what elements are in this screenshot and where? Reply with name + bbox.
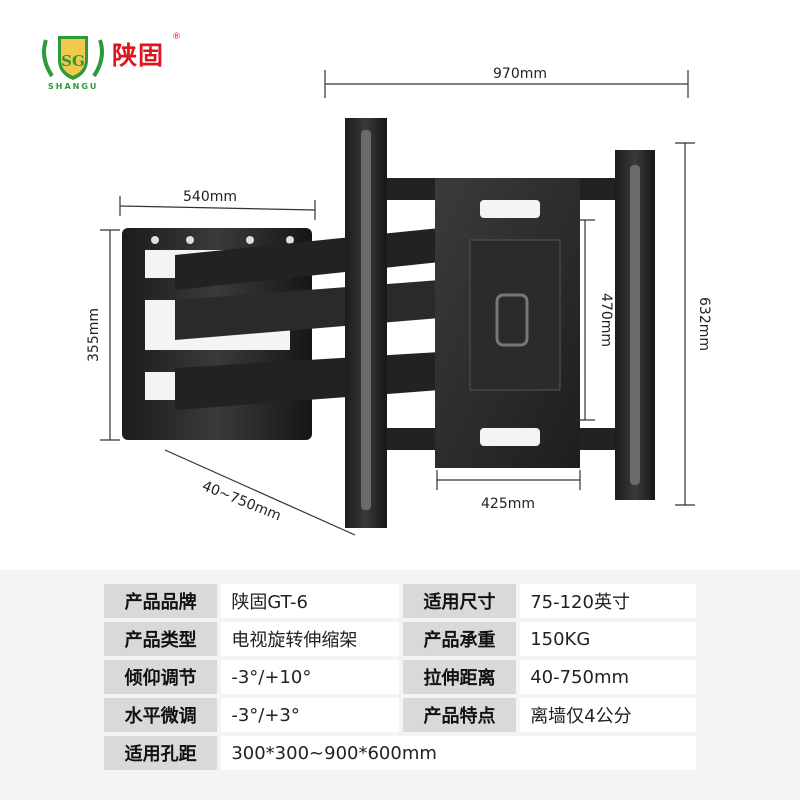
- spec-section: 产品品牌 陕固GT-6 适用尺寸 75-120英寸 产品类型 电视旋转伸缩架 产…: [0, 570, 800, 800]
- brand-logo: SG 陕固 ® SHANGU: [38, 30, 198, 91]
- spec-value: 75-120英寸: [520, 584, 696, 618]
- spec-value: 150KG: [520, 622, 696, 656]
- spec-label: 水平微调: [104, 698, 218, 732]
- spec-label: 产品特点: [402, 698, 517, 732]
- spec-label: 适用尺寸: [402, 584, 517, 618]
- emblem-letters: SG: [61, 52, 85, 70]
- spec-value: 300*300~900*600mm: [221, 736, 696, 770]
- dim-plate-height: 470mm: [598, 293, 614, 347]
- spec-label: 拉伸距离: [402, 660, 517, 694]
- right-upright: [615, 150, 655, 500]
- spec-label: 产品品牌: [104, 584, 218, 618]
- dim-extension: 40~750mm: [200, 478, 283, 524]
- spec-table: 产品品牌 陕固GT-6 适用尺寸 75-120英寸 产品类型 电视旋转伸缩架 产…: [100, 580, 700, 774]
- spec-value: 陕固GT-6: [221, 584, 399, 618]
- dim-plate-width: 425mm: [481, 496, 535, 512]
- spec-label: 倾仰调节: [104, 660, 218, 694]
- spec-row: 适用孔距 300*300~900*600mm: [104, 736, 696, 770]
- shield-laurel-icon: SG: [42, 36, 104, 80]
- spec-label: 产品承重: [402, 622, 517, 656]
- left-upright: [345, 118, 387, 528]
- dim-total-height: 632mm: [696, 297, 712, 351]
- dim-total-width: 970mm: [493, 66, 547, 82]
- spec-label: 产品类型: [104, 622, 218, 656]
- brand-name: 陕固: [112, 41, 165, 70]
- spec-row: 产品类型 电视旋转伸缩架 产品承重 150KG: [104, 622, 696, 656]
- registered-mark: ®: [172, 32, 181, 42]
- spec-value: 40-750mm: [520, 660, 696, 694]
- vesa-plate: [435, 178, 580, 468]
- spec-value: 电视旋转伸缩架: [221, 622, 399, 656]
- dim-arm-width: 540mm: [183, 189, 237, 205]
- spec-row: 水平微调 -3°/+3° 产品特点 离墙仅4公分: [104, 698, 696, 732]
- spec-row: 产品品牌 陕固GT-6 适用尺寸 75-120英寸: [104, 584, 696, 618]
- product-dimension-drawing: 970mm 540mm 355mm 40~750mm 470mm 632mm 4…: [86, 66, 712, 536]
- dimension-lines: [100, 70, 695, 536]
- dim-arm-height: 355mm: [86, 308, 102, 362]
- spec-value: -3°/+3°: [221, 698, 399, 732]
- spec-value: -3°/+10°: [221, 660, 399, 694]
- spec-value: 离墙仅4公分: [520, 698, 696, 732]
- spec-row: 倾仰调节 -3°/+10° 拉伸距离 40-750mm: [104, 660, 696, 694]
- extension-arms: [175, 228, 440, 410]
- spec-label: 适用孔距: [104, 736, 218, 770]
- brand-subtitle: SHANGU: [48, 82, 99, 91]
